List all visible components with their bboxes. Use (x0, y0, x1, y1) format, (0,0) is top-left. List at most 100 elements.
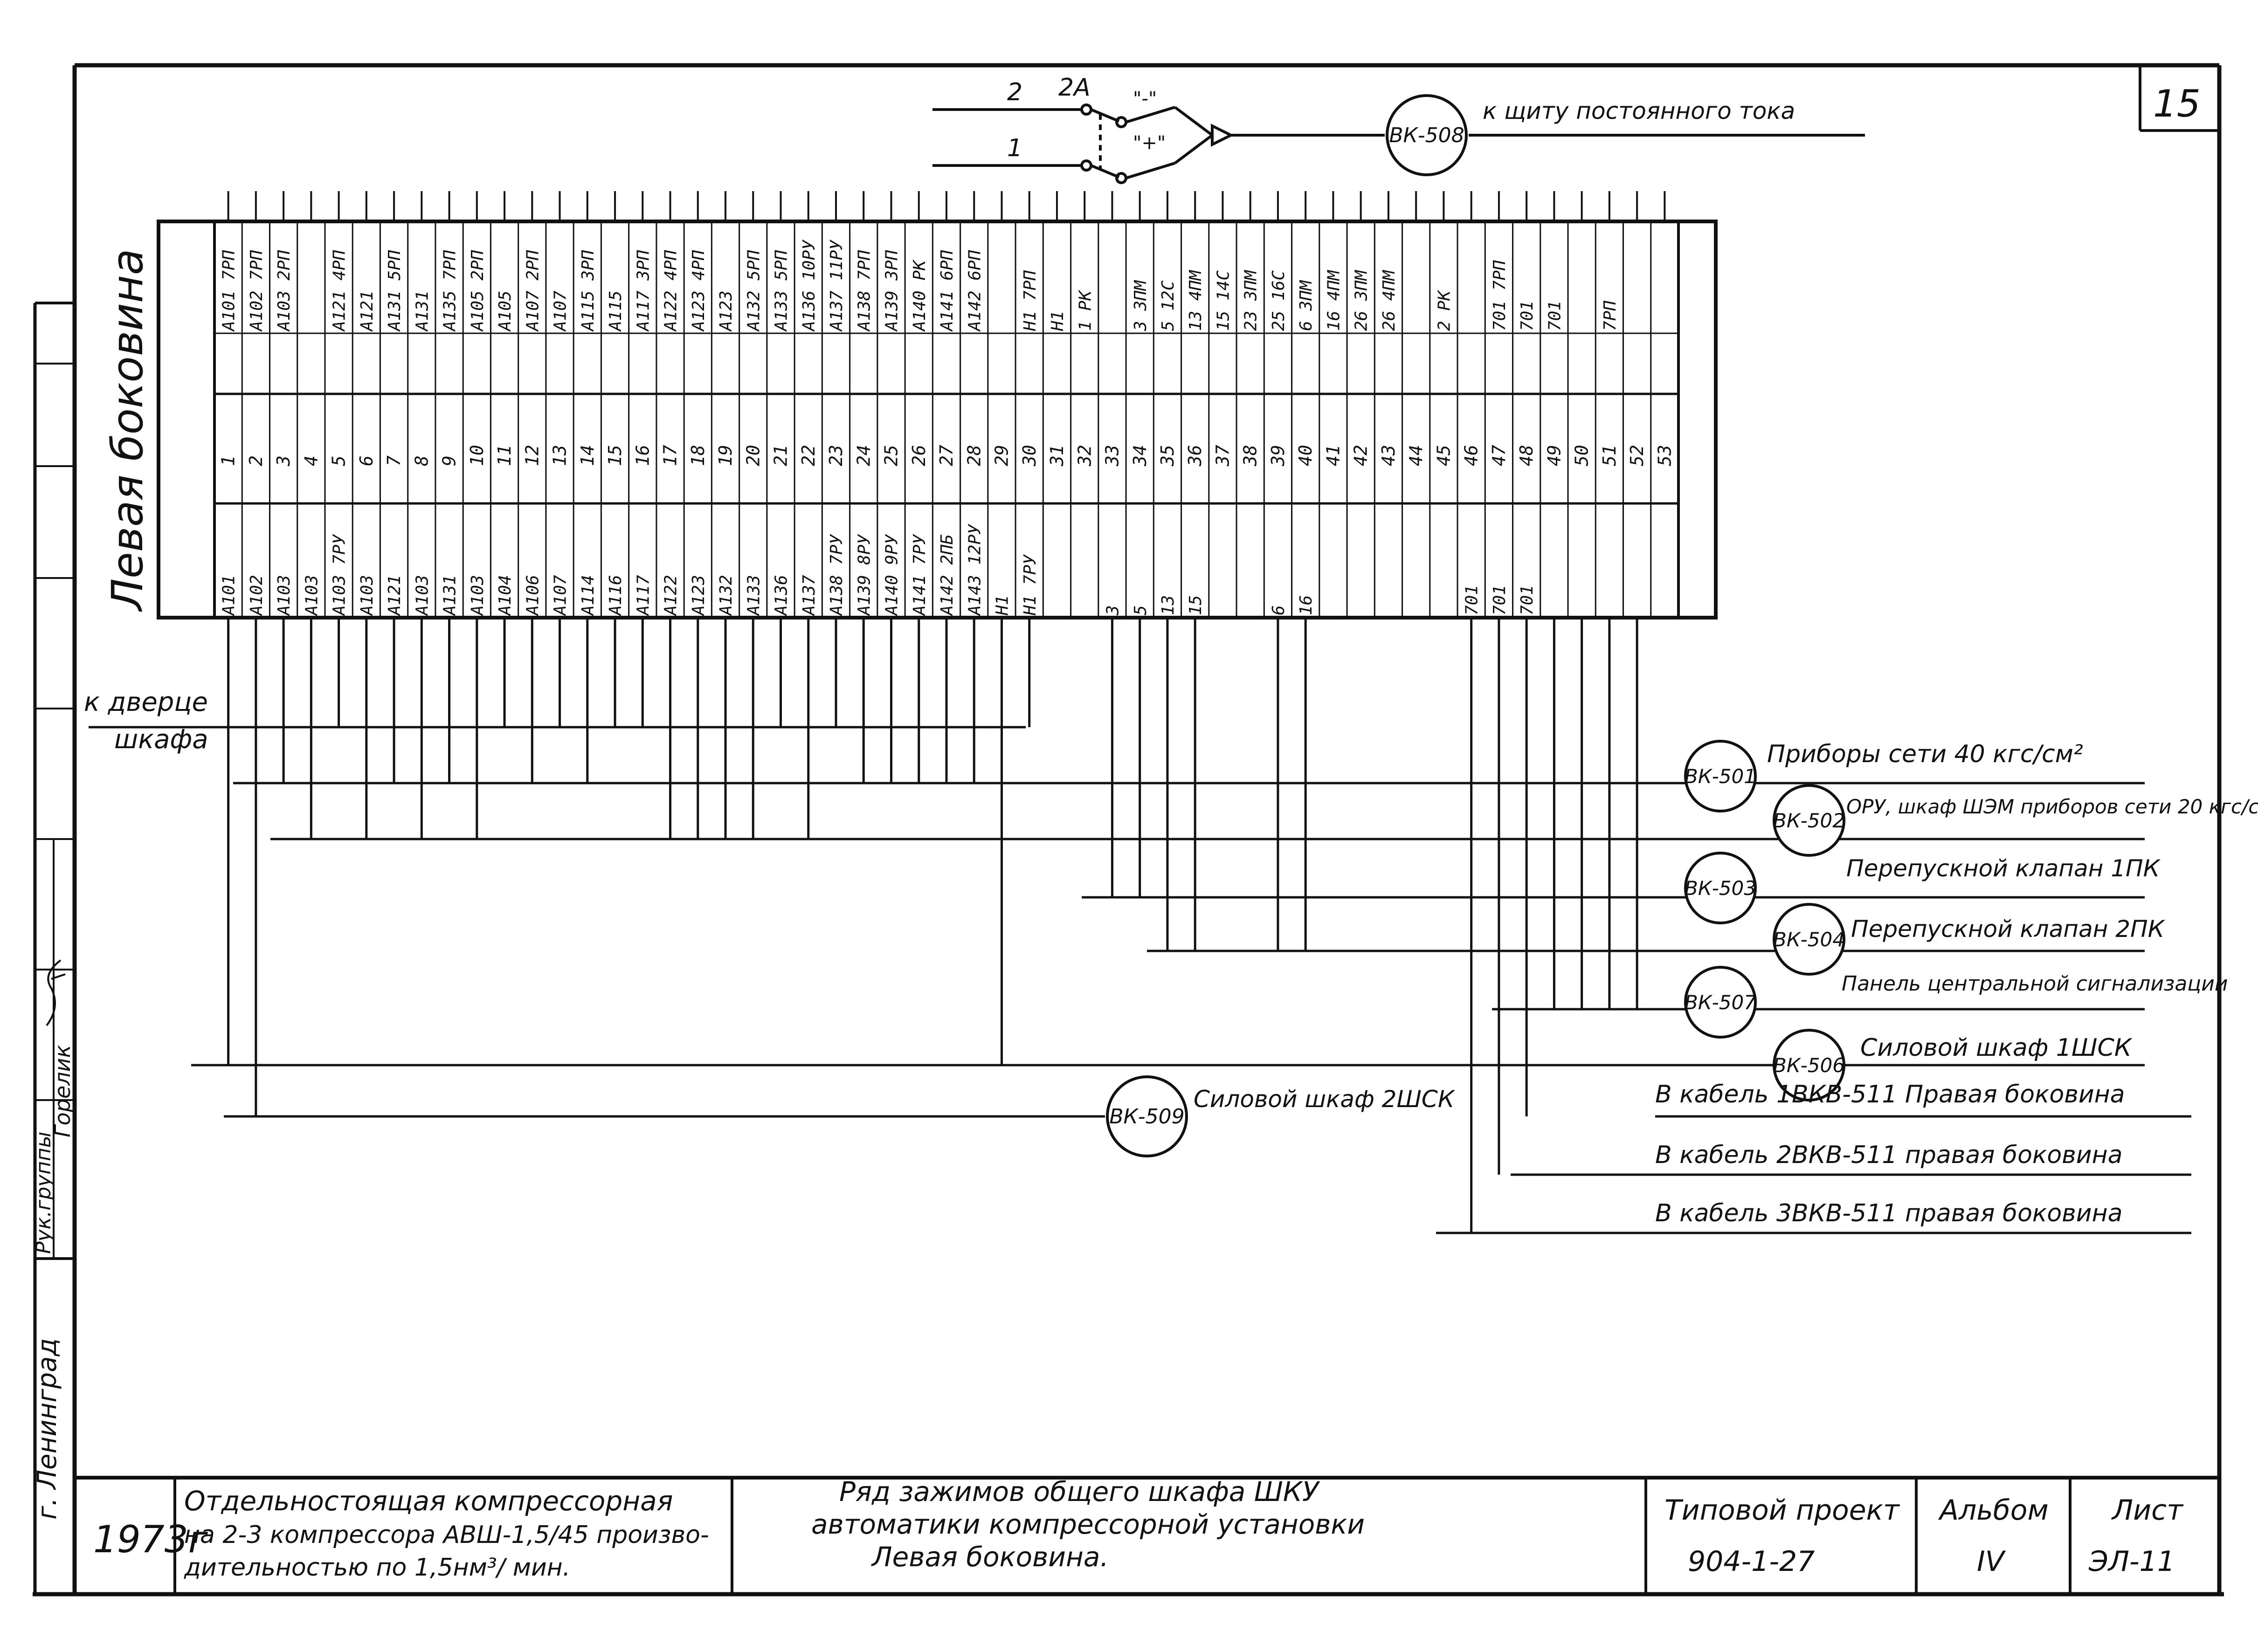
person-name: Горелик (50, 1045, 75, 1137)
top-label: 701 (1545, 301, 1564, 331)
signature-mark (46, 959, 66, 1026)
terminal-number: 6 (356, 455, 377, 466)
cable-id-vk509: ВК-509 (1109, 1105, 1184, 1129)
top-label: 16 4ПМ (1324, 270, 1343, 331)
terminal-number: 24 (853, 445, 874, 466)
terminal-number: 33 (1102, 445, 1123, 467)
cable-id-vk508: ВК-508 (1389, 124, 1464, 147)
bottom-label: А103 (468, 575, 487, 616)
terminal-number: 34 (1130, 445, 1150, 467)
top-label: 2 РК (1435, 289, 1454, 331)
bottom-label: 701 (1463, 585, 1482, 615)
top-label: А131 5РП (385, 250, 404, 332)
title-drawing-3: Левая боковина. (871, 1541, 1109, 1573)
kabel-line-2: В кабель 2ВКВ-511 правая боковина (1655, 1141, 2122, 1169)
top-label: А107 (551, 290, 570, 332)
terminal-number: 12 (522, 445, 542, 466)
bottom-label: А117 (634, 575, 653, 616)
top-label: 7РП (1601, 301, 1620, 331)
top-label: А101 7РП (220, 250, 239, 332)
top-label: А140 РК (910, 259, 929, 332)
terminal-number: 49 (1544, 445, 1564, 466)
terminal-number: 46 (1461, 445, 1482, 466)
bottom-label: Н1 (993, 595, 1012, 616)
bottom-label: 701 (1490, 585, 1509, 615)
bottom-label: 3 (1104, 605, 1123, 616)
bottom-label: А137 (800, 575, 819, 616)
door-label-line2: шкафа (114, 724, 208, 755)
cable-id-vk502: ВК-502 (1773, 809, 1845, 832)
terminal-number: 29 (992, 445, 1012, 466)
top-label: А105 (496, 290, 515, 332)
top-label: А105 2РП (468, 250, 487, 332)
top-label: А121 4РП (330, 250, 349, 332)
terminal-number: 27 (936, 445, 957, 466)
top-label: А102 7РП (247, 250, 266, 332)
cable-bubble-vk504: ВК-504 (1773, 903, 1845, 976)
terminal-number: 30 (1019, 445, 1040, 467)
bottom-label: А138 7РУ (827, 534, 846, 616)
bottom-label: А116 (606, 575, 625, 616)
terminal-number: 26 (909, 445, 929, 466)
bottom-label: А133 (744, 575, 763, 616)
bottom-label: А103 (302, 575, 321, 616)
bottom-label: А102 (247, 575, 266, 616)
bottom-label: А104 (496, 575, 515, 616)
top-label: А135 7РП (441, 250, 460, 332)
terminal-number: 18 (688, 445, 708, 466)
terminal-number: 32 (1074, 445, 1095, 467)
top-label: А117 3РП (634, 250, 653, 332)
title-object-2: на 2-3 компрессора АВШ-1,5/45 произво- (184, 1521, 709, 1549)
terminal-number: 10 (467, 445, 487, 466)
cable-id-vk506: ВК-506 (1773, 1054, 1845, 1077)
cable-dest-vk509: Силовой шкаф 2ШСК (1194, 1086, 1456, 1113)
bottom-label: А142 2ПБ (938, 534, 957, 616)
bottom-label: А132 (717, 575, 736, 616)
cable-bubble-vk501: ВК-501 (1684, 740, 1757, 812)
top-label: 26 4ПМ (1380, 270, 1399, 331)
top-label: А123 (717, 290, 736, 332)
terminal-number: 38 (1240, 445, 1261, 467)
bottom-label: А101 (220, 575, 239, 616)
bottom-label: А122 (662, 575, 681, 616)
dc-input-switch (932, 103, 1865, 184)
cable-bubble-vk507: ВК-507 (1684, 966, 1757, 1039)
bottom-label: А139 8РУ (855, 534, 874, 616)
top-label: А107 2РП (523, 250, 542, 332)
bottom-label: А103 (358, 575, 377, 616)
terminal-panel-frame (157, 220, 1718, 620)
terminal-number: 43 (1378, 445, 1399, 466)
dc-minus-label: "-" (1133, 88, 1157, 110)
terminal-number: 36 (1185, 445, 1205, 467)
door-label-line1: к дверце (84, 687, 208, 717)
title-drawing-2: автоматики компрессорной установки (811, 1508, 1365, 1540)
top-label: А122 4РП (662, 250, 681, 332)
top-label: 3 3ПМ (1131, 280, 1150, 331)
top-label: 1 РК (1076, 289, 1095, 331)
bottom-label: А140 9РУ (883, 534, 902, 616)
top-label: Н1 (1048, 311, 1067, 331)
top-label: 701 (1518, 301, 1537, 331)
bottom-label: 701 (1518, 585, 1537, 615)
terminal-number: 8 (411, 455, 432, 466)
terminal-number: 42 (1351, 445, 1371, 466)
bottom-label: А103 (275, 575, 294, 616)
top-label: А115 (606, 290, 625, 332)
bottom-label: А131 (441, 575, 460, 616)
terminal-number: 9 (439, 455, 460, 466)
panel-title: Левая боковина (103, 249, 152, 612)
terminal-number: 22 (798, 445, 819, 466)
top-label: А115 3РП (579, 250, 598, 332)
cable-id-vk504: ВК-504 (1773, 928, 1845, 951)
terminal-number: 13 (550, 445, 570, 466)
terminal-number: 31 (1047, 445, 1067, 467)
title-album-label: Альбом (1938, 1494, 2049, 1527)
terminal-number: 20 (743, 445, 763, 466)
bottom-label: 6 (1269, 605, 1288, 615)
bottom-label: А114 (579, 575, 598, 616)
terminal-number: 52 (1627, 445, 1647, 466)
dc-line-1-label: 1 (1007, 134, 1022, 162)
cable-bubble-vk506: ВК-506 (1773, 1029, 1845, 1101)
top-label: 701 7РП (1490, 260, 1509, 331)
terminal-number: 17 (660, 445, 681, 466)
